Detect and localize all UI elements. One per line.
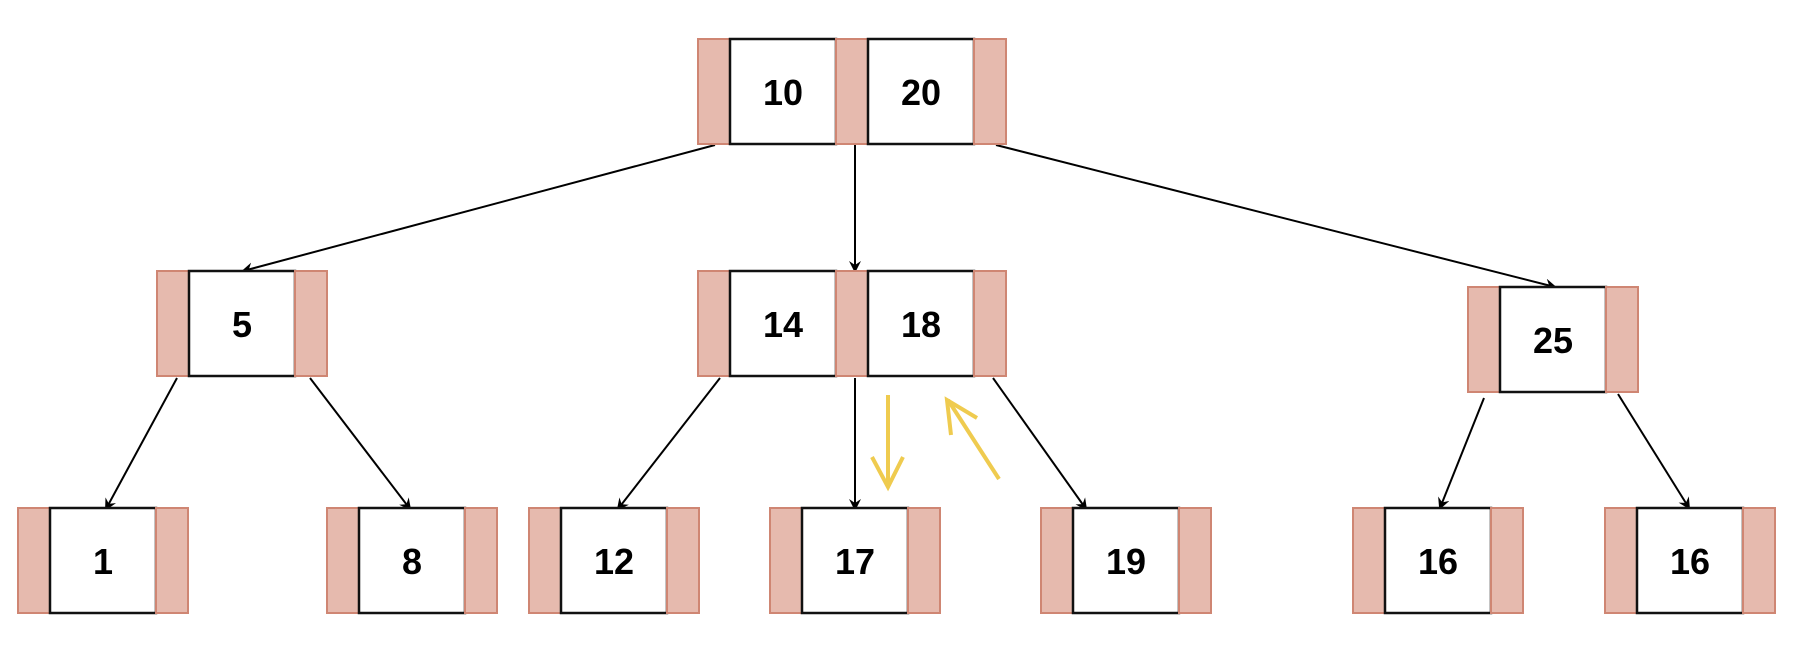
tree-node: 1 — [17, 506, 189, 615]
tree-node: 17 — [769, 506, 941, 615]
child-pointer — [1604, 507, 1638, 614]
child-pointer — [528, 507, 562, 614]
key-cell — [1635, 506, 1745, 615]
key-label: 19 — [1106, 541, 1146, 582]
child-pointer — [835, 38, 869, 145]
key-label: 1 — [93, 541, 113, 582]
child-pointer — [155, 507, 189, 614]
tree-node: 19 — [1040, 506, 1212, 615]
key-cell — [1498, 285, 1608, 394]
child-pointer — [907, 507, 941, 614]
key-cell — [48, 506, 158, 615]
key-label: 16 — [1418, 541, 1458, 582]
key-label: 25 — [1533, 320, 1573, 361]
tree-node: 16 — [1604, 506, 1776, 615]
highlight-up-arrow-icon — [944, 396, 1001, 481]
key-label: 8 — [402, 541, 422, 582]
child-pointer — [666, 507, 700, 614]
tree-node: 14 18 — [697, 269, 1007, 378]
key-label: 18 — [901, 304, 941, 345]
key-label: 16 — [1670, 541, 1710, 582]
child-pointer — [1605, 286, 1639, 393]
edge-25-to-16a — [1438, 397, 1485, 510]
child-pointer — [1352, 507, 1386, 614]
child-pointer — [17, 507, 51, 614]
key-cell — [1383, 506, 1493, 615]
key-cell — [866, 269, 976, 378]
tree-node: 8 — [326, 506, 498, 615]
tree-node: 12 — [528, 506, 700, 615]
child-pointer — [464, 507, 498, 614]
child-pointer — [697, 270, 731, 377]
child-pointer — [156, 270, 190, 377]
key-label: 14 — [763, 304, 803, 345]
edges — [105, 144, 1691, 511]
edge-14-to-12 — [616, 377, 721, 511]
edge-25-to-16b — [1617, 393, 1691, 510]
child-pointer — [294, 270, 328, 377]
key-label: 20 — [901, 72, 941, 113]
edge-root-to-5 — [241, 144, 716, 275]
edge-root-to-25 — [995, 144, 1557, 291]
key-label: 5 — [232, 304, 252, 345]
child-pointer — [697, 38, 731, 145]
child-pointer — [769, 507, 803, 614]
tree-node: 16 — [1352, 506, 1524, 615]
key-cell — [559, 506, 669, 615]
key-label: 12 — [594, 541, 634, 582]
key-cell — [866, 37, 976, 146]
key-label: 17 — [835, 541, 875, 582]
edge-18-to-19 — [992, 377, 1088, 511]
key-cell — [728, 37, 838, 146]
key-label: 10 — [763, 72, 803, 113]
highlight-arrows — [870, 395, 1001, 492]
child-pointer — [835, 270, 869, 377]
child-pointer — [973, 270, 1007, 377]
child-pointer — [973, 38, 1007, 145]
child-pointer — [1178, 507, 1212, 614]
edge-5-to-8 — [309, 377, 412, 511]
key-cell — [800, 506, 910, 615]
child-pointer — [1490, 507, 1524, 614]
child-pointer — [1040, 507, 1074, 614]
child-pointer — [326, 507, 360, 614]
key-cell — [1071, 506, 1181, 615]
edge-5-to-1 — [105, 377, 178, 511]
tree-node: 5 — [156, 269, 328, 378]
child-pointer — [1467, 286, 1501, 393]
tree-node: 10 20 — [697, 37, 1007, 146]
highlight-down-arrow-icon — [870, 395, 905, 492]
tree-node: 25 — [1467, 285, 1639, 394]
child-pointer — [1742, 507, 1776, 614]
key-cell — [728, 269, 838, 378]
